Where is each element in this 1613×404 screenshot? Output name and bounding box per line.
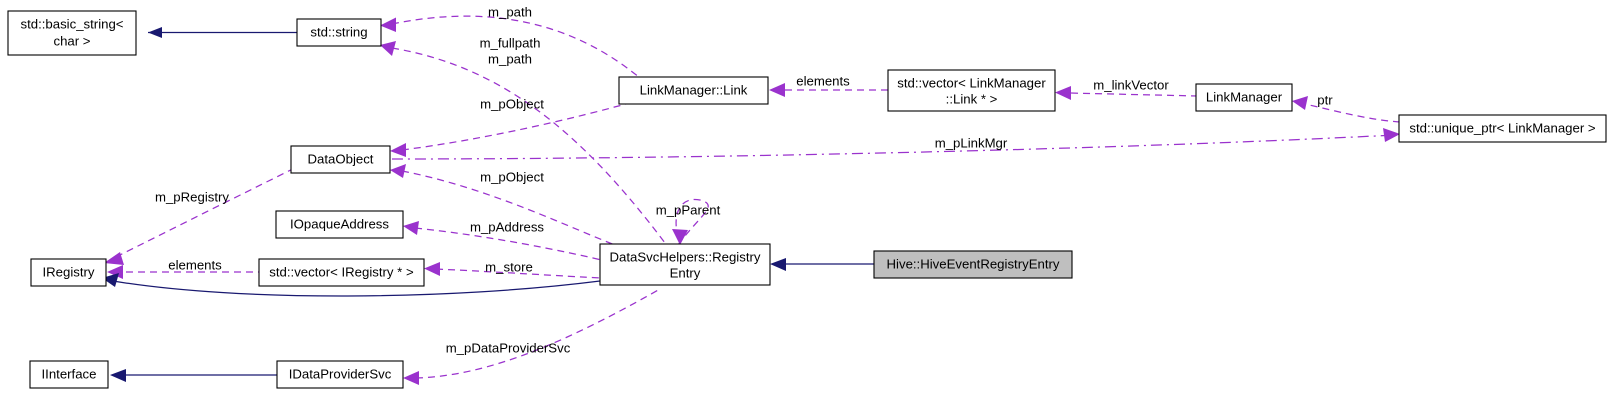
node-label-hiveevent: Hive::HiveEventRegistryEntry [887, 256, 1060, 271]
node-label-basic-string-line2: char > [53, 33, 90, 48]
edge-label-m-store: m_store [485, 259, 533, 274]
node-label-iregistry: IRegistry [42, 264, 94, 279]
node-label-linkmanager: LinkManager [1206, 89, 1283, 104]
edge-usage-registryentry-mfullpath [380, 41, 666, 244]
node-label-registryentry-line1: DataSvcHelpers::Registry [610, 249, 761, 264]
edge-label-m-plinkmgr: m_pLinkMgr [935, 135, 1008, 150]
node-std-basic-string[interactable]: std::basic_string< char > [7, 10, 137, 56]
edge-label-elements-iregistry: elements [168, 257, 222, 272]
edge-label-m-path-second: m_path [488, 51, 532, 66]
node-dataobject[interactable]: DataObject [290, 145, 391, 174]
node-std-string[interactable]: std::string [296, 18, 382, 47]
edge-label-ptr: ptr [1317, 92, 1333, 107]
edge-label-elements-link: elements [796, 73, 850, 88]
edge-label-m-path-top: m_path [488, 4, 532, 19]
node-label-basic-string-line1: std::basic_string< [21, 16, 124, 31]
node-idataprovidersvc[interactable]: IDataProviderSvc [276, 360, 404, 389]
edge-label-m-pregistry: m_pRegistry [155, 189, 229, 204]
edge-label-m-pobject-upper: m_pObject [480, 96, 544, 111]
node-hive-hiveeventregistryentry[interactable]: Hive::HiveEventRegistryEntry [873, 250, 1073, 279]
node-linkmanager[interactable]: LinkManager [1195, 83, 1293, 112]
edge-label-m-pobject-lower: m_pObject [480, 169, 544, 184]
node-label-iopaqueaddress: IOpaqueAddress [290, 216, 389, 231]
edge-label-m-fullpath: m_fullpath [480, 35, 541, 50]
node-label-vector-link-line2: ::Link * > [946, 91, 998, 106]
edge-usage-registryentry-mpobject [390, 164, 626, 250]
node-std-unique-ptr-linkmanager[interactable]: std::unique_ptr< LinkManager > [1398, 114, 1607, 143]
edge-usage-linkmanager-mlinkvector [1055, 86, 1199, 100]
edge-usage-uniqueptr-ptr [1292, 96, 1401, 123]
edge-usage-vectoriregistry-elements [107, 265, 265, 279]
node-label-vector-link-line1: std::vector< LinkManager [897, 75, 1046, 90]
edge-inheritance-hiveevent-registryentry [770, 258, 874, 271]
node-label-vector-iregistry: std::vector< IRegistry * > [269, 264, 414, 279]
edge-inheritance-idataprovidersvc-iinterface [110, 369, 285, 382]
edge-usage-link-mpath [380, 15, 641, 79]
node-label-dataobject: DataObject [308, 151, 374, 166]
node-label-idataprovidersvc: IDataProviderSvc [289, 366, 392, 381]
node-label-linkmanager-link: LinkManager::Link [640, 82, 748, 97]
edge-usage-registryentry-mstore [424, 262, 603, 279]
node-std-vector-iregistry[interactable]: std::vector< IRegistry * > [258, 258, 425, 287]
edge-usage-vectorlink-elements [769, 83, 888, 97]
edge-label-m-pdataprovidersvc: m_pDataProviderSvc [446, 340, 571, 355]
edge-label-m-linkvector: m_linkVector [1093, 77, 1169, 92]
node-label-std-string: std::string [310, 24, 367, 39]
node-iopaqueaddress[interactable]: IOpaqueAddress [275, 210, 404, 239]
edge-usage-link-mpobject [390, 99, 641, 157]
edge-inheritance-registryentry-iregistry [102, 273, 601, 297]
edge-usage-registryentry-mpdataprovidersvc [403, 288, 661, 385]
node-iregistry[interactable]: IRegistry [30, 258, 107, 287]
node-datasvchelpers-registryentry[interactable]: DataSvcHelpers::Registry Entry [599, 243, 771, 286]
edge-usage-registryentry-mpaddress [403, 221, 611, 263]
node-iinterface[interactable]: IInterface [29, 360, 109, 389]
edge-label-m-pparent: m_pParent [656, 202, 721, 217]
node-std-vector-linkmanager-link[interactable]: std::vector< LinkManager ::Link * > [887, 69, 1056, 112]
node-linkmanager-link[interactable]: LinkManager::Link [618, 76, 769, 105]
edge-inheritance-string-basicstring [148, 27, 297, 38]
edge-usage-registryentry-mpparent [672, 198, 709, 246]
edge-label-m-paddress: m_pAddress [470, 219, 544, 234]
edge-usage-dataobject-mpregistry [104, 162, 306, 265]
node-label-iinterface: IInterface [42, 366, 97, 381]
edge-usage-registryentry-mplinkmgr [391, 128, 1400, 160]
node-label-registryentry-line2: Entry [670, 265, 701, 280]
node-label-unique-ptr: std::unique_ptr< LinkManager > [1409, 120, 1596, 135]
